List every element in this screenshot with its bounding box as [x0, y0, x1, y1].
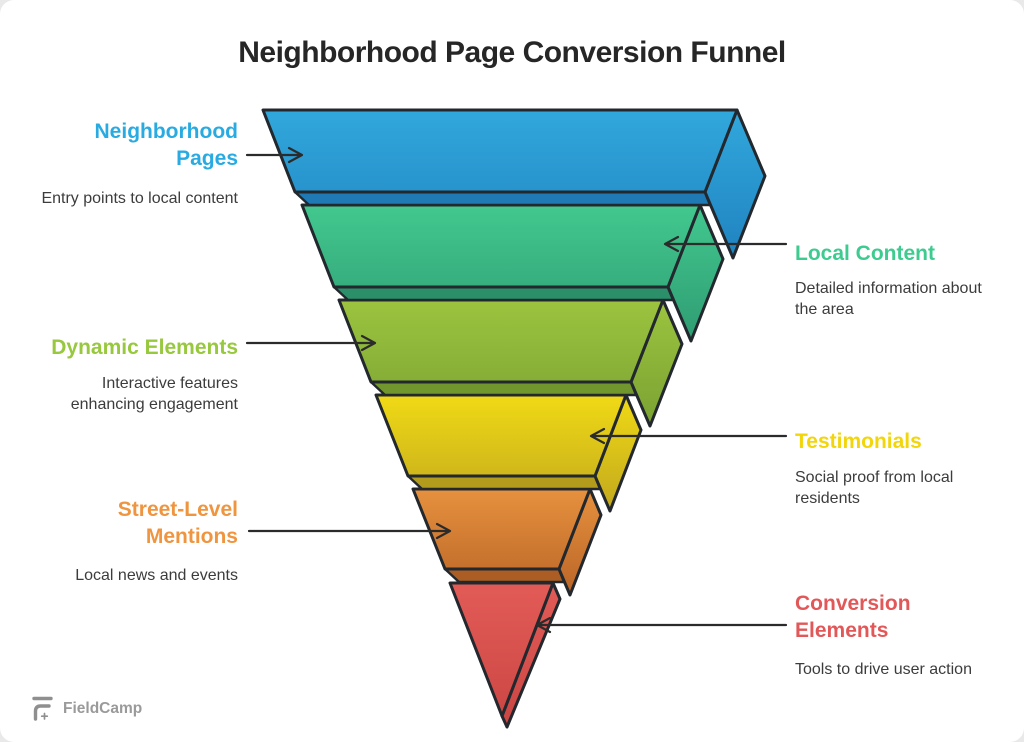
funnel-stage-testimonials [374, 393, 643, 513]
page-title: Neighborhood Page Conversion Funnel [238, 36, 786, 69]
connector-arrow-neighborhood-pages [245, 146, 304, 164]
connector-arrow-testimonials [589, 427, 788, 445]
stage-neighborhood-band [293, 190, 712, 207]
stage-neighborhood-front [261, 108, 739, 194]
funnel-stage-neighborhood-pages [261, 108, 767, 260]
stage-dynamic-band [369, 380, 638, 397]
stage-desc-conversion-elements: Tools to drive user action [795, 661, 972, 678]
stage-testimonials-band [406, 474, 602, 491]
stage-label-street-level-mentions: Street-Level Mentions [117, 498, 238, 548]
connector-arrow-conversion-elements [535, 616, 788, 634]
stage-label-conversion-elements: Conversion Elements [795, 592, 911, 642]
stage-label-dynamic-elements: Dynamic Elements [51, 336, 238, 359]
stage-desc-neighborhood-pages: Entry points to local content [41, 190, 238, 207]
connector-arrow-street-level-mentions [247, 522, 452, 540]
funnel-stage-dynamic-elements [337, 298, 684, 428]
brand-logo: FieldCamp [32, 695, 142, 723]
stage-street-band [443, 567, 566, 584]
funnel-stage-conversion-elements [448, 581, 562, 729]
connector-arrow-dynamic-elements [245, 334, 377, 352]
stage-desc-street-level-mentions: Local news and events [75, 567, 238, 584]
brand-name: FieldCamp [63, 700, 143, 717]
stage-label-testimonials: Testimonials [795, 430, 922, 453]
stage-dynamic-front [337, 298, 665, 384]
stage-local-front [300, 203, 702, 289]
funnel-stage-street-level-mentions [411, 487, 603, 597]
stage-label-neighborhood-pages: Neighborhood Pages [94, 120, 238, 170]
stage-local-band [332, 285, 675, 302]
stage-testimonials-front [374, 393, 628, 478]
stage-desc-local-content: Detailed information about the area [795, 280, 982, 318]
stage-label-local-content: Local Content [795, 242, 935, 265]
stage-desc-dynamic-elements: Interactive features enhancing engagemen… [70, 375, 238, 413]
stage-street-front [411, 487, 592, 571]
fieldcamp-f-icon [32, 696, 53, 721]
funnel-stage-local-content [300, 203, 725, 343]
stage-desc-testimonials: Social proof from local residents [795, 469, 954, 507]
connector-arrow-local-content [663, 235, 788, 253]
